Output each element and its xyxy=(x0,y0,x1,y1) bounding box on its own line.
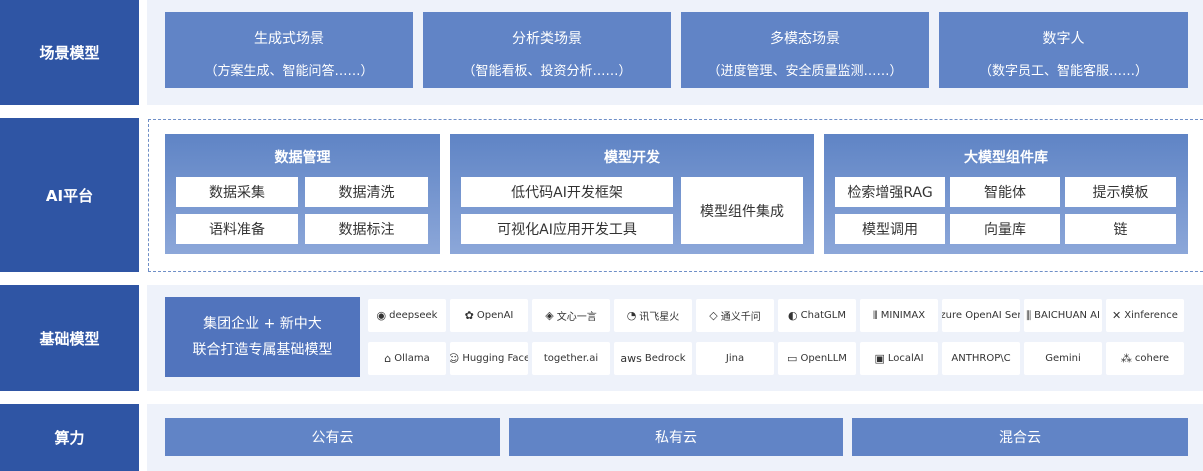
scene-card-generative: 生成式场景 （方案生成、智能问答……） xyxy=(165,12,413,88)
llm-component-library-panel: 大模型组件库 检索增强RAG 智能体 提示模板 模型调用 向量库 链 xyxy=(824,134,1188,254)
exclusive-foundation-model-box: 集团企业 + 新中大 联合打造专属基础模型 xyxy=(165,297,360,377)
model-component-integration-cell: 模型组件集成 xyxy=(681,177,803,244)
row-label-ai-platform: AI平台 xyxy=(0,118,139,272)
llama-icon: ⌂ xyxy=(384,352,392,365)
logo-tile: ✕Xinference xyxy=(1106,299,1184,332)
logo-name: BAICHUAN AI xyxy=(1034,310,1100,321)
logo-name: Hugging Face xyxy=(462,353,528,364)
logo-tile: ◇通义千问 xyxy=(696,299,774,332)
scene-title: 分析类场景 xyxy=(512,31,582,47)
prompt-template-cell: 提示模板 xyxy=(1065,177,1176,207)
foundation-line-1: 集团企业 + 新中大 xyxy=(203,316,322,332)
scene-card-analysis: 分析类场景 （智能看板、投资分析……） xyxy=(423,12,671,88)
scene-subtitle: （智能看板、投资分析……） xyxy=(462,64,632,79)
scene-subtitle: （进度管理、安全质量监测……） xyxy=(707,64,903,79)
logo-name: together.ai xyxy=(543,353,599,364)
low-code-framework-cell: 低代码AI开发框架 xyxy=(461,177,673,207)
logo-tile: ◔讯飞星火 xyxy=(614,299,692,332)
chatglm-icon: ◐ xyxy=(788,309,798,322)
corpus-preparation-cell: 语料准备 xyxy=(176,214,298,244)
agent-cell: 智能体 xyxy=(950,177,1060,207)
logo-name: Bedrock xyxy=(644,353,686,364)
ai-frame-bottom-border xyxy=(148,271,1203,272)
logo-tile: ⫼BAICHUAN AI xyxy=(1024,299,1102,332)
hybrid-cloud-box: 混合云 xyxy=(852,418,1188,456)
logo-name: deepseek xyxy=(389,310,438,321)
row-label-compute: 算力 xyxy=(0,404,139,471)
row-label-foundation: 基础模型 xyxy=(0,285,139,391)
whale-icon: ◉ xyxy=(376,309,387,322)
logo-tile: ◉deepseek xyxy=(368,299,446,332)
logo-name: cohere xyxy=(1134,353,1170,364)
scene-subtitle: （方案生成、智能问答……） xyxy=(204,64,374,79)
logo-name: Ollama xyxy=(394,353,430,364)
logo-tile: ⁂cohere xyxy=(1106,342,1184,375)
logo-tile: ✿OpenAI xyxy=(450,299,528,332)
logo-name: OpenAI xyxy=(476,310,514,321)
logo-tile: ▣LocalAI xyxy=(860,342,938,375)
scene-card-multimodal: 多模态场景 （进度管理、安全质量监测……） xyxy=(681,12,929,88)
baichuan-icon: ⫼ xyxy=(1026,308,1032,322)
model-invocation-cell: 模型调用 xyxy=(835,214,945,244)
wenxin-icon: ◈ xyxy=(545,309,554,322)
logo-name: 通义千问 xyxy=(720,312,761,323)
xinference-icon: ✕ xyxy=(1112,309,1122,322)
logo-tile: ☺Hugging Face xyxy=(450,342,528,375)
panel-title: 模型开发 xyxy=(604,150,660,166)
data-labeling-cell: 数据标注 xyxy=(305,214,428,244)
openllm-icon: ▭ xyxy=(787,352,798,365)
tongyi-icon: ◇ xyxy=(709,309,718,322)
logo-tile: ▭OpenLLM xyxy=(778,342,856,375)
cohere-icon: ⁂ xyxy=(1120,352,1132,365)
logo-tile: Jina xyxy=(696,342,774,375)
aws-icon: aws xyxy=(620,352,642,365)
scene-title: 多模态场景 xyxy=(770,31,840,47)
visual-dev-tool-cell: 可视化AI应用开发工具 xyxy=(461,214,673,244)
logo-name: Jina xyxy=(725,353,745,364)
data-cleaning-cell: 数据清洗 xyxy=(305,177,428,207)
huggingface-icon: ☺ xyxy=(450,352,460,365)
logo-tile: ◈文心一言 xyxy=(532,299,610,332)
logo-name: Azure OpenAI Service xyxy=(942,310,1020,321)
data-management-panel: 数据管理 数据采集 数据清洗 语料准备 数据标注 xyxy=(165,134,440,254)
logo-tile: ⦀MINIMAX xyxy=(860,299,938,332)
logo-tile: together.ai xyxy=(532,342,610,375)
logo-name: ChatGLM xyxy=(800,310,846,321)
scene-title: 数字人 xyxy=(1042,31,1085,47)
row-label-scene: 场景模型 xyxy=(0,0,139,105)
scene-title: 生成式场景 xyxy=(254,31,324,47)
logo-tile: ANTHROP\C xyxy=(942,342,1020,375)
logo-name: Xinference xyxy=(1124,310,1178,321)
localai-icon: ▣ xyxy=(874,352,885,365)
logo-tile: ▦Azure OpenAI Service xyxy=(942,299,1020,332)
logo-name: LocalAI xyxy=(887,353,924,364)
ai-frame-top-border xyxy=(148,119,1203,120)
rag-cell: 检索增强RAG xyxy=(835,177,945,207)
model-development-panel: 模型开发 低代码AI开发框架 可视化AI应用开发工具 模型组件集成 xyxy=(450,134,814,254)
logo-name: OpenLLM xyxy=(800,353,847,364)
scene-card-digital-human: 数字人 （数字员工、智能客服……） xyxy=(939,12,1188,88)
vector-store-cell: 向量库 xyxy=(950,214,1060,244)
public-cloud-box: 公有云 xyxy=(165,418,500,456)
ai-frame-left-border xyxy=(148,119,149,271)
minimax-icon: ⦀ xyxy=(872,308,878,322)
private-cloud-box: 私有云 xyxy=(509,418,843,456)
scene-subtitle: （数字员工、智能客服……） xyxy=(978,64,1148,79)
logo-name: 文心一言 xyxy=(556,312,597,323)
logo-tile: ◐ChatGLM xyxy=(778,299,856,332)
panel-title: 大模型组件库 xyxy=(964,150,1048,166)
openai-icon: ✿ xyxy=(464,309,474,322)
logo-name: Gemini xyxy=(1045,353,1081,364)
logo-name: ANTHROP\C xyxy=(951,353,1011,364)
logo-tile: Gemini xyxy=(1024,342,1102,375)
logo-name: MINIMAX xyxy=(880,310,926,321)
panel-title: 数据管理 xyxy=(274,150,331,166)
spark-icon: ◔ xyxy=(626,309,637,322)
chain-cell: 链 xyxy=(1065,214,1176,244)
logo-tile: ⌂Ollama xyxy=(368,342,446,375)
logo-name: 讯飞星火 xyxy=(639,312,680,323)
foundation-line-2: 联合打造专属基础模型 xyxy=(192,342,333,358)
data-collection-cell: 数据采集 xyxy=(176,177,298,207)
